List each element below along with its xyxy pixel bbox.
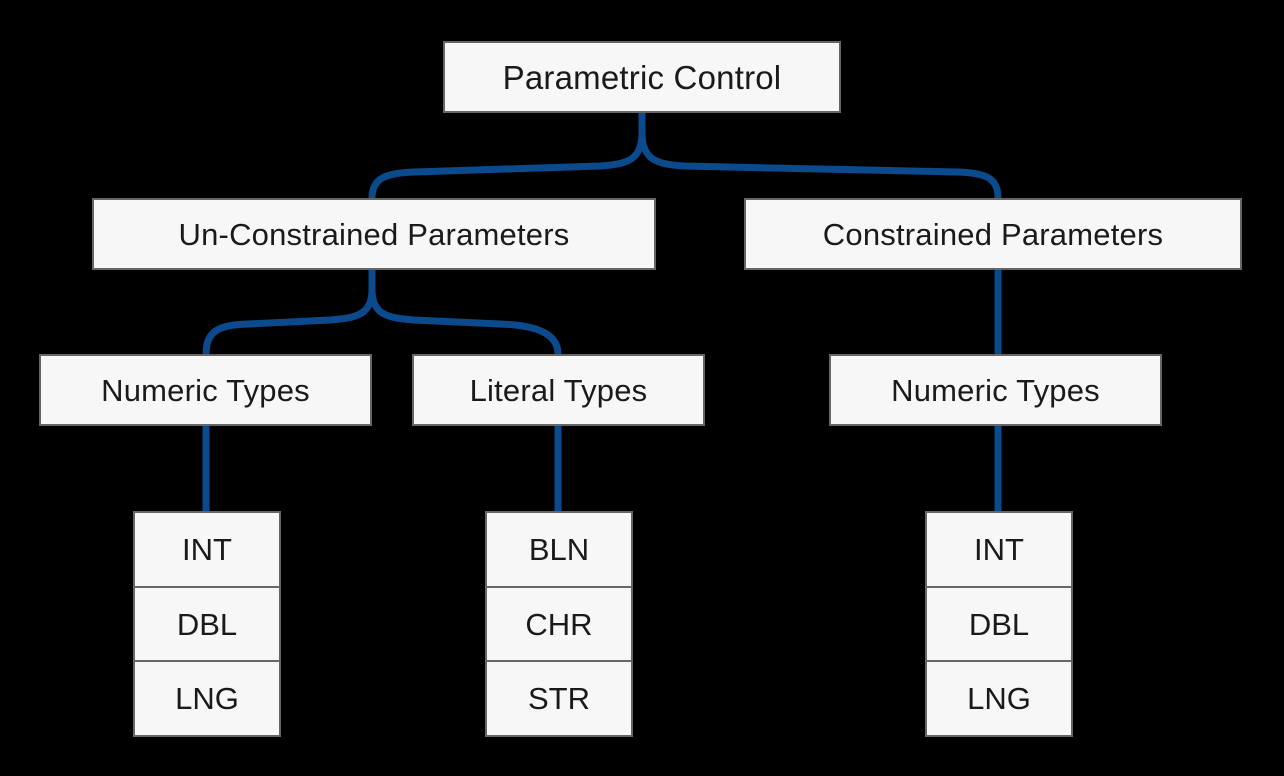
node-constrained-numeric-types-label: Numeric Types xyxy=(891,372,1100,408)
node-un-constrained-parameters[interactable]: Un-Constrained Parameters xyxy=(92,198,656,270)
node-parametric-control-label: Parametric Control xyxy=(502,58,782,96)
stack-cell-constrained-dbl-label: DBL xyxy=(968,606,1030,642)
stack-unconstrained-literal-types: BLN CHR STR xyxy=(485,511,633,737)
stack-unconstrained-numeric-types: INT DBL LNG xyxy=(133,511,281,737)
stack-cell-lng-label: LNG xyxy=(175,681,239,717)
edge-root-to-unconstrained xyxy=(368,113,646,199)
stack-cell-dbl-label: DBL xyxy=(176,606,238,642)
stack-cell-str[interactable]: STR xyxy=(487,662,631,735)
stack-cell-constrained-lng[interactable]: LNG xyxy=(927,662,1071,735)
node-constrained-parameters[interactable]: Constrained Parameters xyxy=(744,198,1242,270)
node-un-constrained-parameters-label: Un-Constrained Parameters xyxy=(178,216,570,252)
stack-cell-chr[interactable]: CHR xyxy=(487,588,631,663)
node-constrained-parameters-label: Constrained Parameters xyxy=(822,216,1164,252)
node-unconstrained-numeric-types[interactable]: Numeric Types xyxy=(39,354,372,426)
stack-constrained-numeric-types: INT DBL LNG xyxy=(925,511,1073,737)
stack-cell-int-label: INT xyxy=(182,531,232,567)
stack-cell-str-label: STR xyxy=(528,681,590,717)
stack-cell-constrained-int[interactable]: INT xyxy=(927,513,1071,588)
node-unconstrained-literal-types-label: Literal Types xyxy=(469,372,648,408)
edge-unconstrained-to-numeric xyxy=(202,270,376,355)
stack-cell-lng[interactable]: LNG xyxy=(135,662,279,735)
stack-cell-dbl[interactable]: DBL xyxy=(135,588,279,663)
stack-cell-bln-label: BLN xyxy=(528,531,590,567)
stack-cell-chr-label: CHR xyxy=(525,606,593,642)
stack-cell-bln[interactable]: BLN xyxy=(487,513,631,588)
stack-cell-constrained-dbl[interactable]: DBL xyxy=(927,588,1071,663)
stack-cell-int[interactable]: INT xyxy=(135,513,279,588)
stack-cell-constrained-int-label: INT xyxy=(974,531,1024,567)
node-parametric-control[interactable]: Parametric Control xyxy=(443,41,841,113)
node-constrained-numeric-types[interactable]: Numeric Types xyxy=(829,354,1162,426)
stack-cell-constrained-lng-label: LNG xyxy=(967,681,1031,717)
edge-unconstrained-to-literal xyxy=(368,270,562,355)
edge-root-to-constrained xyxy=(638,113,1002,199)
node-unconstrained-numeric-types-label: Numeric Types xyxy=(101,372,310,408)
node-unconstrained-literal-types[interactable]: Literal Types xyxy=(412,354,705,426)
